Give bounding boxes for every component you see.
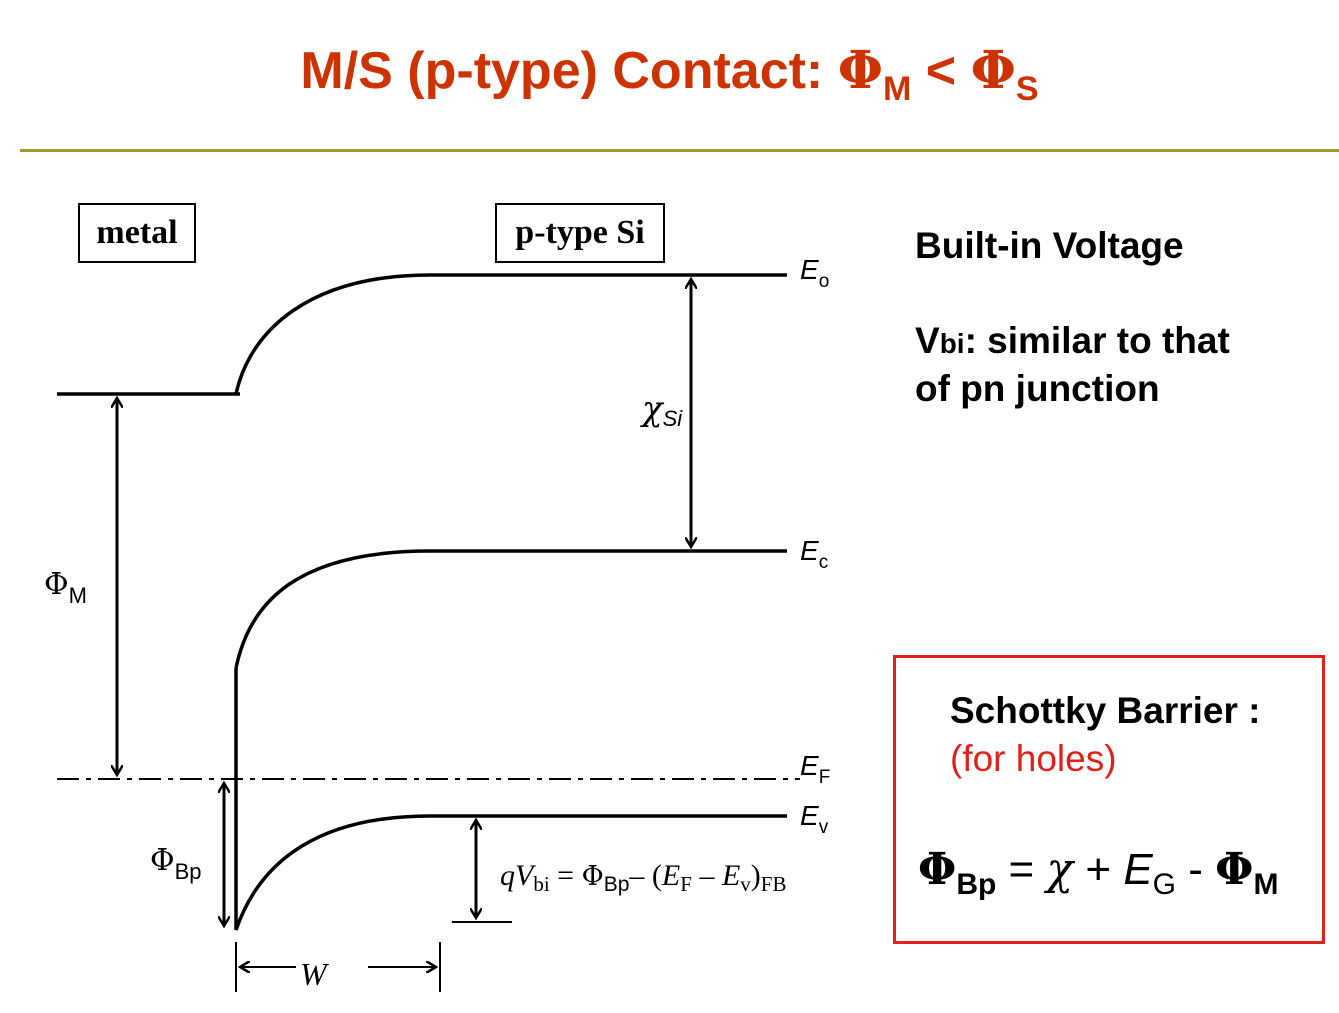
phi-bp-label: ΦBp bbox=[150, 843, 202, 884]
vbi-description-line1: Vbi: similar to that bbox=[915, 320, 1230, 362]
vbi-v: V bbox=[915, 320, 940, 361]
vbi-description-line2: of pn junction bbox=[915, 368, 1160, 409]
semiconductor-label-box: p-type Si bbox=[495, 203, 665, 263]
title-sub-m: M bbox=[883, 70, 912, 108]
formula-plus: + bbox=[1073, 845, 1124, 894]
title-divider bbox=[20, 149, 1339, 152]
phi-symbol: Φ bbox=[918, 844, 957, 895]
schottky-subtitle: (for holes) bbox=[950, 738, 1117, 779]
phi-symbol: Φ bbox=[1215, 844, 1254, 895]
chi-si-label: χSi bbox=[640, 389, 683, 431]
formula-sub-bp: Bp bbox=[956, 868, 997, 901]
title-phi-s: ΦS bbox=[970, 40, 1039, 108]
ev-label: Ev bbox=[800, 800, 829, 838]
formula-sub-m: M bbox=[1253, 868, 1279, 901]
phi-symbol: Φ bbox=[837, 40, 883, 101]
vbi-rest: : similar to that bbox=[964, 320, 1230, 361]
formula-minus: - bbox=[1176, 845, 1216, 894]
schottky-title: Schottky Barrier : bbox=[950, 690, 1261, 731]
ef-label: EF bbox=[800, 750, 830, 788]
title-sub-s: S bbox=[1015, 70, 1039, 108]
formula-sub-g: G bbox=[1152, 868, 1177, 901]
slide-title: M/S (p-type) Contact: ΦM < ΦS bbox=[0, 40, 1339, 120]
metal-label-box: metal bbox=[78, 203, 196, 263]
formula-e: E bbox=[1123, 845, 1153, 894]
vbi-sub: bi bbox=[939, 328, 965, 359]
title-text: M/S (p-type) Contact: bbox=[300, 42, 838, 100]
w-label: W bbox=[300, 956, 330, 992]
phi-symbol: Φ bbox=[970, 40, 1016, 101]
schottky-formula: ΦBp = χ + EG - ΦM bbox=[918, 844, 1278, 902]
eo-label: Eo bbox=[800, 254, 829, 292]
formula-chi: χ bbox=[1046, 844, 1074, 895]
ev-band bbox=[234, 814, 787, 931]
title-phi-m: ΦM bbox=[837, 40, 912, 108]
built-in-voltage-heading: Built-in Voltage bbox=[915, 225, 1184, 266]
formula-equals: = bbox=[996, 845, 1047, 894]
band-diagram: Eo Ec EF Ev χSi ΦM ΦBp W qVbi = ΦBp– (EF… bbox=[44, 254, 830, 992]
vbi-equation: qVbi = ΦBp– (EF – Ev)FB bbox=[500, 859, 786, 896]
schottky-barrier-box: Schottky Barrier : (for holes) ΦBp = χ +… bbox=[893, 655, 1325, 944]
eo-band bbox=[234, 273, 787, 395]
title-less-than: < bbox=[911, 42, 971, 100]
ec-band bbox=[234, 549, 787, 669]
ec-label: Ec bbox=[800, 535, 828, 573]
phi-m-label: ΦM bbox=[44, 567, 87, 608]
